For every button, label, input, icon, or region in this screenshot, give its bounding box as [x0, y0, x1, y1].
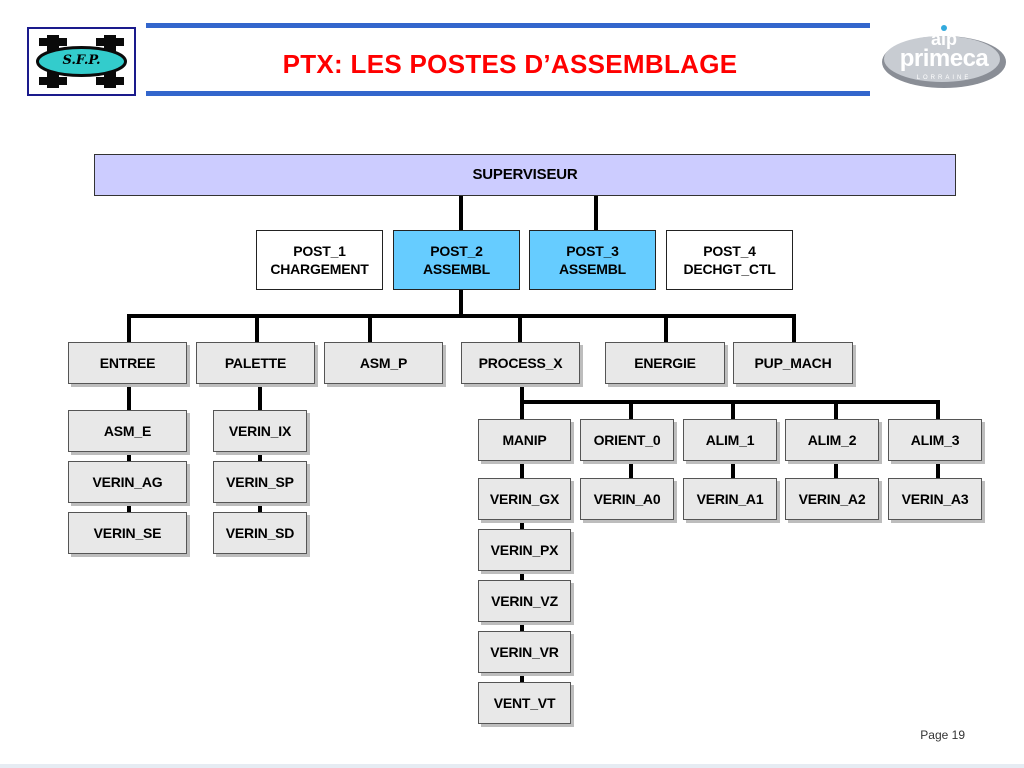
component-box: VERIN_A1 [683, 478, 777, 520]
connector [936, 400, 940, 419]
connector [629, 461, 633, 479]
component-box: ALIM_2 [785, 419, 879, 461]
connector [127, 384, 131, 410]
connector [258, 384, 262, 410]
connector [258, 452, 262, 462]
module-box: PALETTE [196, 342, 315, 384]
sfp-logo: S.F.P. [27, 27, 136, 96]
component-box: VERIN_A2 [785, 478, 879, 520]
post-box: POST_3 ASSEMBL [529, 230, 656, 290]
page-number: Page 19 [920, 728, 965, 742]
component-box: ALIM_3 [888, 419, 982, 461]
sfp-logo-graphic [36, 35, 127, 88]
module-box: ENERGIE [605, 342, 725, 384]
component-box: VERIN_PX [478, 529, 571, 571]
component-box: VERIN_A0 [580, 478, 674, 520]
component-box: VERIN_SP [213, 461, 307, 503]
component-box: ORIENT_0 [580, 419, 674, 461]
component-box: VERIN_IX [213, 410, 307, 452]
connector [518, 314, 522, 343]
module-box: PROCESS_X [461, 342, 580, 384]
connector [127, 314, 796, 318]
connector [834, 461, 838, 479]
component-box: ALIM_1 [683, 419, 777, 461]
supervisor-box: SUPERVISEUR [94, 154, 956, 196]
aip-logo-main: primeca [899, 45, 989, 72]
connector [127, 503, 131, 513]
module-box: ENTREE [68, 342, 187, 384]
aip-logo-graphic [882, 25, 1006, 88]
post-box: POST_1 CHARGEMENT [256, 230, 383, 290]
connector [594, 195, 598, 231]
sfp-logo-text: S.F.P. [62, 53, 101, 68]
header-rule-top [146, 23, 870, 28]
connector [520, 571, 524, 581]
aip-logo-top: aip [930, 29, 957, 49]
connector [368, 314, 372, 343]
connector [731, 461, 735, 479]
aip-primeca-logo: aip primeca LORRAINE [880, 24, 1008, 90]
connector [936, 461, 940, 479]
connector [792, 314, 796, 343]
component-box: VERIN_SE [68, 512, 187, 554]
component-box: MANIP [478, 419, 571, 461]
connector [731, 400, 735, 419]
connector [629, 400, 633, 419]
header-rule-bottom [146, 91, 870, 96]
aip-logo-sub: LORRAINE [916, 75, 972, 81]
post-box: POST_2 ASSEMBL [393, 230, 520, 290]
component-box: VENT_VT [478, 682, 571, 724]
connector [520, 400, 940, 404]
connector [459, 289, 463, 318]
component-box: VERIN_AG [68, 461, 187, 503]
module-box: ASM_P [324, 342, 443, 384]
component-box: VERIN_A3 [888, 478, 982, 520]
footer-band [0, 764, 1024, 768]
post-box: POST_4 DECHGT_CTL [666, 230, 793, 290]
page-title: PTX: LES POSTES D’ASSEMBLAGE [282, 49, 738, 79]
module-box: PUP_MACH [733, 342, 853, 384]
connector [255, 314, 259, 343]
connector [520, 673, 524, 683]
component-box: VERIN_SD [213, 512, 307, 554]
connector [834, 400, 838, 419]
connector [664, 314, 668, 343]
component-box: VERIN_GX [478, 478, 571, 520]
connector [520, 461, 524, 479]
component-box: VERIN_VZ [478, 580, 571, 622]
connector [127, 452, 131, 462]
component-box: ASM_E [68, 410, 187, 452]
component-box: VERIN_VR [478, 631, 571, 673]
connector [520, 520, 524, 530]
connector [127, 314, 131, 343]
connector [258, 503, 262, 513]
connector [459, 195, 463, 231]
connector [520, 622, 524, 632]
